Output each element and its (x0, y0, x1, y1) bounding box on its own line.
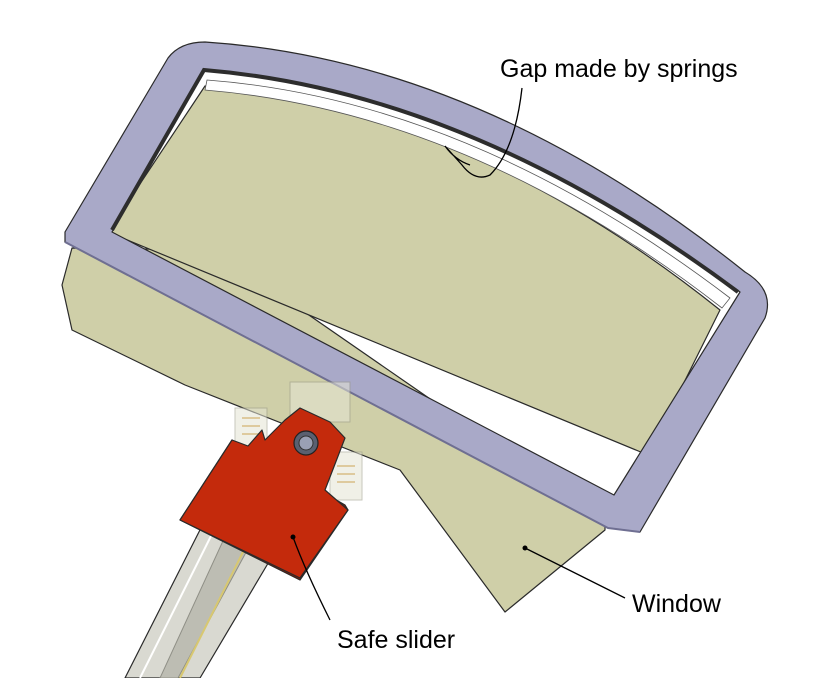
spring-guide-right (329, 451, 363, 501)
screw-head (298, 435, 314, 451)
gap-leader-line (444, 87, 523, 178)
window-leader-dot (522, 545, 528, 551)
safe-slider (179, 407, 349, 581)
window-leader-line (524, 547, 626, 599)
slider-label: Safe slider (337, 626, 455, 654)
frame-inner-shadow (110, 67, 740, 294)
rail-yellow-stripe (179, 547, 246, 678)
spring-gap (204, 79, 731, 309)
rail-highlight (139, 527, 216, 678)
window-label: Window (632, 590, 722, 618)
window-frame (64, 41, 769, 533)
spring-coil-right (337, 465, 355, 483)
frame-bottom-edge (64, 241, 641, 533)
window-panel (61, 85, 721, 613)
slider-leader-line (292, 536, 331, 621)
spring-coil-left (242, 417, 260, 435)
slider-leader-dot (290, 534, 296, 540)
gap-label: Gap made by springs (500, 55, 738, 83)
